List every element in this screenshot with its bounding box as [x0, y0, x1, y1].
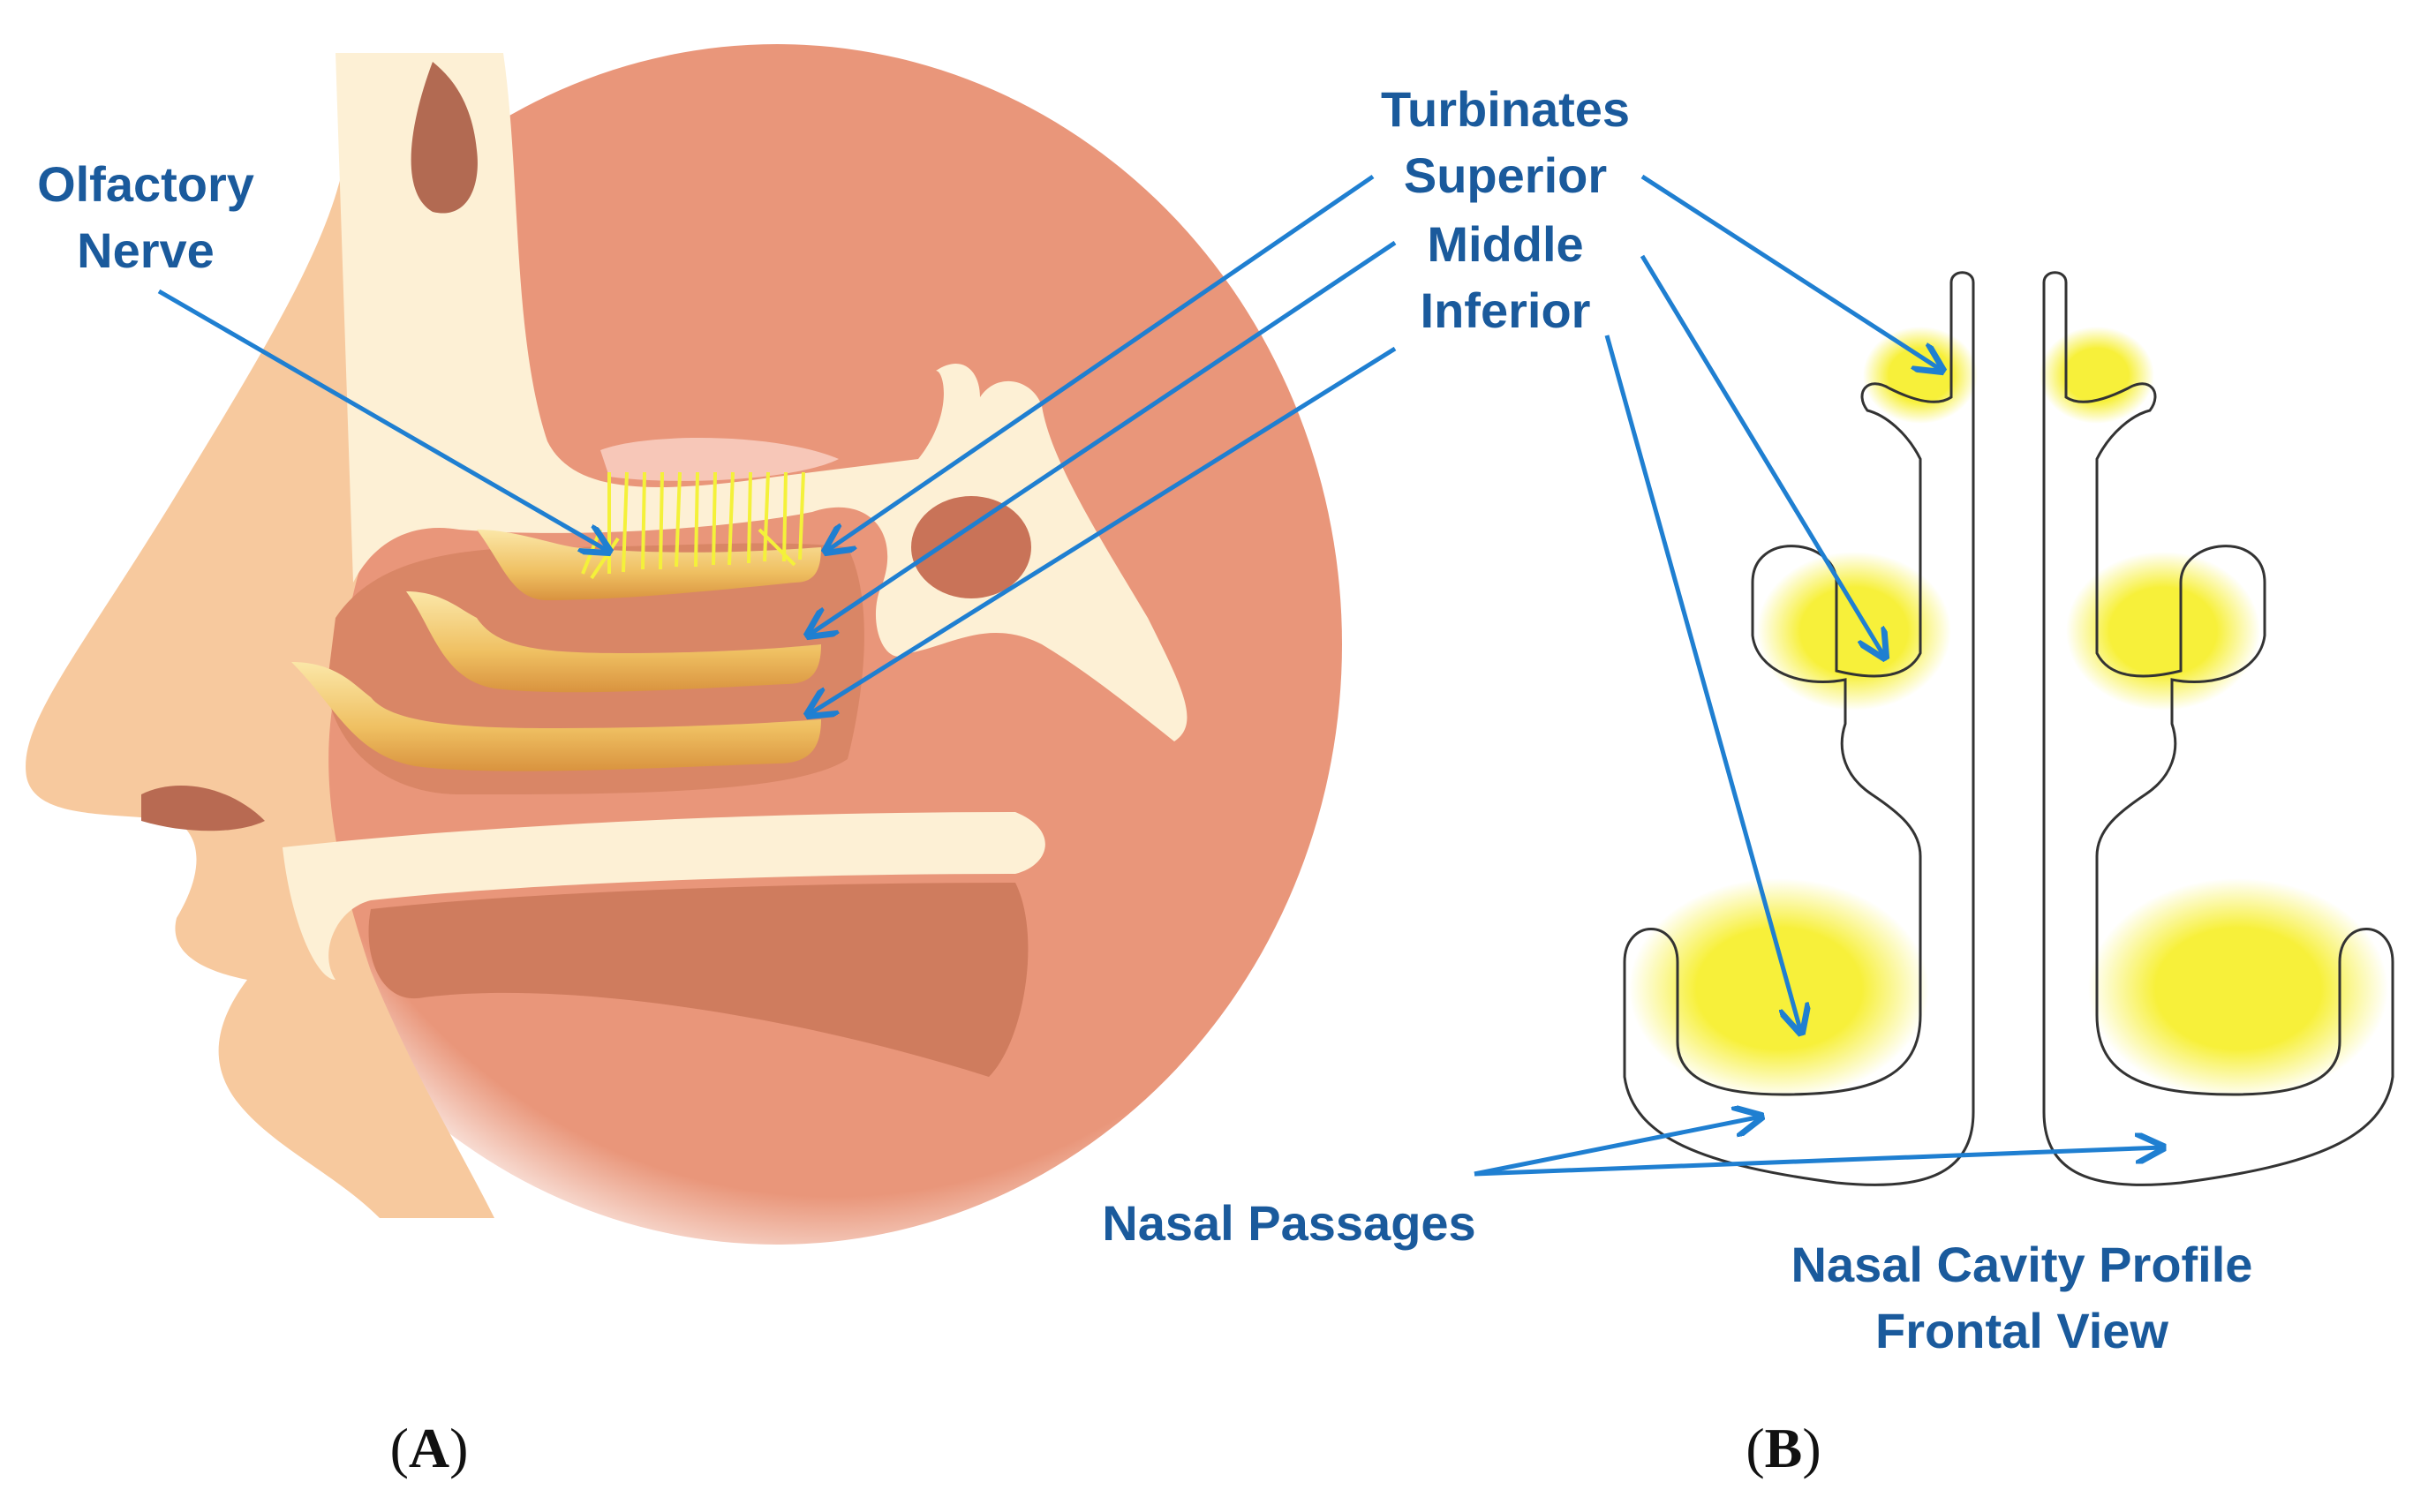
olfactory-bulb	[600, 438, 839, 481]
hard-palate	[283, 812, 1045, 980]
middle-arrow-a	[808, 240, 1397, 636]
frontal-view-label: Frontal View	[1875, 1303, 2168, 1358]
olfactory-arrow	[157, 289, 609, 552]
nasal-passage-arrow-right	[1474, 1147, 2163, 1177]
olfactory-nerve-label-line2: Nerve	[77, 222, 215, 278]
right-cavity-outline	[2042, 271, 2394, 1186]
panel-b-letter: (B)	[1746, 1417, 1821, 1479]
inferior-label: Inferior	[1421, 282, 1591, 338]
right-superior-glow	[2040, 327, 2154, 424]
superior-label: Superior	[1404, 147, 1607, 203]
middle-arrow-b	[1640, 254, 1885, 658]
right-middle-glow	[2066, 552, 2260, 711]
oral-cavity	[368, 883, 1029, 1077]
sphenoid-sinus	[890, 475, 1052, 620]
inferior-arrow-a	[808, 346, 1397, 715]
middle-label: Middle	[1427, 216, 1583, 272]
frontal-sinus	[411, 62, 478, 214]
superior-arrow-a	[826, 174, 1375, 552]
frontal-nasal-cavity	[1623, 271, 2394, 1186]
left-inferior-glow	[1629, 878, 1929, 1099]
nasal-passage-arrow-left	[1474, 1117, 1761, 1177]
left-middle-glow	[1757, 552, 1951, 711]
right-inferior-glow	[2088, 878, 2388, 1099]
panel-a-letter: (A)	[390, 1417, 469, 1479]
nasal-passages-label: Nasal Passages	[1102, 1195, 1475, 1251]
superior-turbinate	[477, 530, 821, 600]
superior-arrow-b	[1640, 174, 1942, 371]
nostril	[141, 786, 265, 831]
inferior-arrow-b	[1604, 335, 1801, 1033]
turbinates-label: Turbinates	[1381, 81, 1630, 137]
panel-a-arrows	[157, 174, 1397, 715]
middle-turbinate	[406, 591, 821, 693]
left-superior-glow	[1863, 327, 1978, 424]
left-cavity-outline	[1623, 271, 1975, 1186]
inferior-turbinate	[291, 662, 821, 771]
sagittal-nose-illustration	[26, 44, 1342, 1245]
panel-b-arrows	[1474, 174, 2163, 1177]
nasal-cavity-profile-label: Nasal Cavity Profile	[1791, 1237, 2253, 1292]
olfactory-nerve-label: Olfactory	[37, 156, 254, 212]
